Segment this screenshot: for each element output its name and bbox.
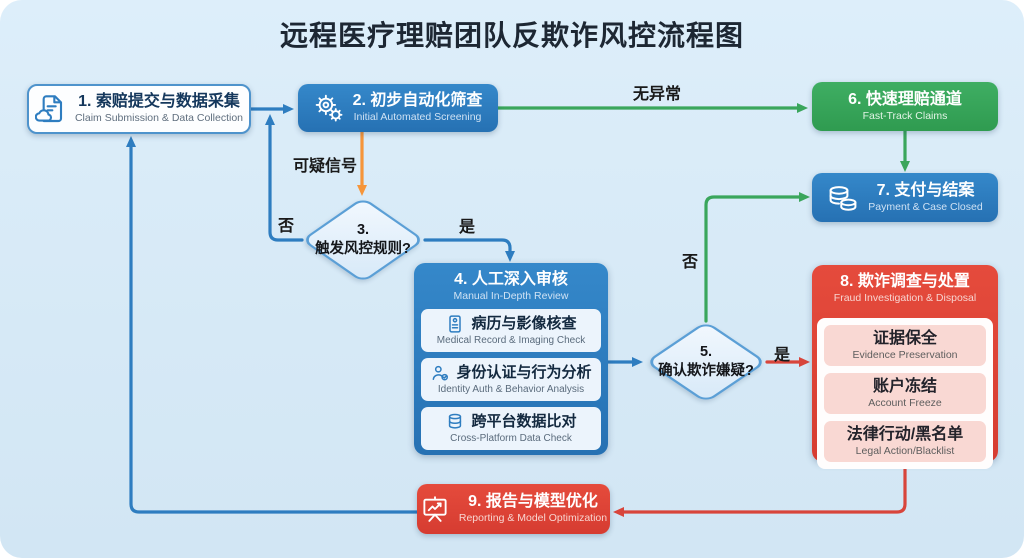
edge-label-d5-yes: 是 [774,347,791,364]
node-reporting-optimization: 9. 报告与模型优化 Reporting & Model Optimizatio… [417,484,610,534]
node-automated-screening: 2. 初步自动化筛查 Initial Automated Screening [298,84,498,132]
node-subtitle: Initial Automated Screening [353,111,482,124]
node-fast-track: 6. 快速理赔通道 Fast-Track Claims [812,82,998,131]
document-cloud-icon [34,93,67,125]
node-title: 9. 报告与模型优化 [468,493,598,511]
sub-item-subtitle: Account Freeze [868,396,942,409]
node-header: 4. 人工深入审核 Manual In-Depth Review [414,263,608,309]
sub-item-identity-auth: 身份认证与行为分析 Identity Auth & Behavior Analy… [421,358,601,401]
sub-item-title: 身份认证与行为分析 [456,363,592,381]
edge-5-no-to-7 [704,192,810,323]
sub-item-subtitle: Evidence Preservation [852,348,958,361]
node-subtitle: Manual In-Depth Review [453,290,569,302]
edge-label-d3-no: 否 [278,218,295,235]
sub-item-subtitle: Medical Record & Imaging Check [436,335,586,346]
node-body: 证据保全 Evidence Preservation 账户冻结 Account … [817,318,993,469]
sub-item-evidence-preservation: 证据保全 Evidence Preservation [824,325,986,366]
sub-item-title: 账户冻结 [872,377,937,395]
node-manual-review: 4. 人工深入审核 Manual In-Depth Review 病历与影像核查… [414,263,608,455]
sub-item-subtitle: Cross-Platform Data Check [450,433,572,444]
node-payment-closed: 7. 支付与结案 Payment & Case Closed [812,173,998,222]
page-title: 远程医疗理赔团队反欺诈风控流程图 [279,20,744,51]
sub-item-account-freeze: 账户冻结 Account Freeze [824,373,986,414]
edge-9-to-1 [126,136,419,514]
edge-label-suspicious-signal: 可疑信号 [293,158,358,175]
node-fraud-investigation: 8. 欺诈调查与处置 Fraud Investigation & Disposa… [812,265,998,469]
sub-item-title: 跨平台数据比对 [471,412,577,430]
node-claim-submission: 1. 索赔提交与数据采集 Claim Submission & Data Col… [27,84,251,134]
node-subtitle: Fast-Track Claims [862,109,948,122]
edge-label-d5-no: 否 [682,254,699,271]
node-title: 8. 欺诈调查与处置 [840,273,970,290]
decision-text: 3. 触发风控规则? [301,197,425,283]
sub-item-medical-record: 病历与影像核查 Medical Record & Imaging Check [421,309,601,352]
node-subtitle: Reporting & Model Optimization [458,512,608,525]
edge-3-yes-to-4 [423,238,515,262]
sub-item-title: 病历与影像核查 [471,314,577,332]
node-subtitle: Claim Submission & Data Collection [74,112,244,125]
sub-item-title: 证据保全 [872,329,937,347]
decision-question: 触发风控规则? [315,241,411,257]
node-header: 8. 欺诈调查与处置 Fraud Investigation & Disposa… [812,265,998,313]
node-title: 6. 快速理赔通道 [848,90,962,108]
gears-icon [314,93,344,123]
database-icon [445,412,465,432]
decision-number: 5. [699,344,713,361]
node-subtitle: Payment & Case Closed [868,200,983,213]
node-title: 7. 支付与结案 [876,181,975,199]
edge-label-no-anomaly: 无异常 [633,86,682,103]
decision-text: 5. 确认欺诈嫌疑? [645,321,767,403]
decision-question: 确认欺诈嫌疑? [658,363,754,379]
medical-record-icon [445,314,465,334]
sub-item-title: 法律行动/黑名单 [846,425,964,443]
sub-item-subtitle: Identity Auth & Behavior Analysis [437,384,585,395]
decision-trigger-risk-rules: 3. 触发风控规则? [301,197,425,283]
sub-item-cross-platform: 跨平台数据比对 Cross-Platform Data Check [421,407,601,450]
edge-label-d3-yes: 是 [459,219,476,236]
node-title: 4. 人工深入审核 [454,271,568,288]
node-title: 2. 初步自动化筛查 [352,92,483,110]
node-subtitle: Fraud Investigation & Disposal [833,292,977,304]
person-check-icon [430,363,450,383]
decision-confirm-fraud: 5. 确认欺诈嫌疑? [644,320,768,404]
decision-number: 3. [356,222,370,239]
edge-8-to-9 [613,460,907,517]
chart-board-icon [420,494,450,524]
edge-3-no-feedback [265,114,304,242]
sub-item-legal-action: 法律行动/黑名单 Legal Action/Blacklist [824,421,986,462]
sub-item-subtitle: Legal Action/Blacklist [855,444,955,457]
node-title: 1. 索赔提交与数据采集 [78,93,240,111]
coins-icon [827,182,859,214]
